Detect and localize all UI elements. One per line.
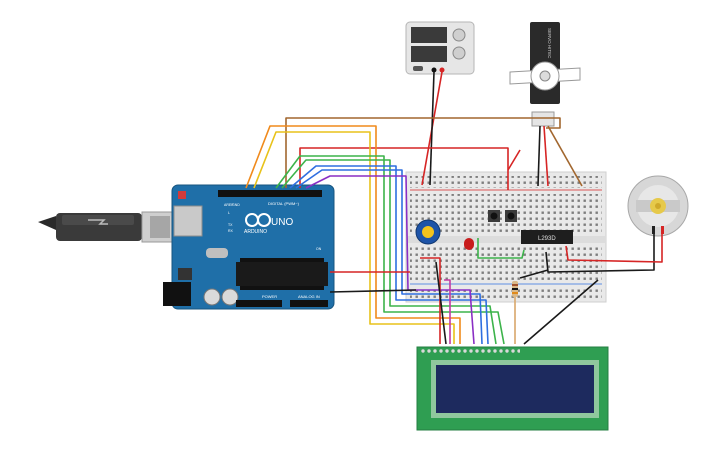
wire-psu-negative [429, 71, 435, 186]
wire-servo-power [543, 125, 549, 187]
wire-blue [289, 165, 489, 345]
wires [245, 71, 663, 345]
wire-servo-ground [537, 125, 541, 187]
power-label: POWER [262, 294, 277, 299]
wire-motor-b [565, 234, 663, 263]
wire-purple [305, 175, 475, 345]
lcd-display [416, 346, 609, 431]
board-model: UNO [271, 217, 293, 228]
driver-chip: L293D [521, 230, 573, 244]
dc-motor-icon [627, 175, 689, 237]
rx-label: RX [228, 229, 234, 233]
board-brand: ARDUINO [244, 229, 267, 235]
wire-orange [245, 125, 461, 344]
pushbutton-icon[interactable] [505, 210, 517, 222]
led-icon [464, 238, 474, 250]
arduino-uno-board: UNO ARDUINO DIGITAL (PWM~) POWER ANALOG … [163, 184, 335, 310]
l-label: L [228, 211, 230, 215]
wire-brown-top [285, 117, 561, 188]
tx-label: TX [228, 223, 233, 227]
arduino-logo [245, 213, 271, 227]
wire-yellow [253, 131, 455, 344]
reset-button[interactable] [178, 191, 186, 199]
resistor-icon [512, 281, 518, 297]
servo-icon: SERVO HITEC [509, 22, 581, 127]
usb-cable-icon [38, 211, 177, 243]
wire-green [275, 155, 505, 345]
pushbutton-icon[interactable] [488, 210, 500, 222]
on-label: ON [316, 247, 322, 251]
wire-servo-signal [547, 125, 583, 187]
potentiometer-icon[interactable] [415, 219, 441, 245]
digital-label: DIGITAL (PWM~) [268, 201, 300, 206]
power-supply-icon [405, 21, 475, 75]
wire-black-lcd [523, 279, 599, 345]
aref-label: AREF [224, 203, 233, 207]
analog-label: ANALOG IN [298, 294, 320, 299]
wire-red-lcd [420, 257, 441, 344]
driver-chip-label: L293D [538, 236, 556, 242]
wire-black-gnd [329, 289, 417, 293]
wire-magenta [444, 279, 451, 344]
gnd-label: GND [232, 203, 240, 207]
servo-label: SERVO HITEC [547, 28, 552, 59]
wire-motor-a [545, 234, 655, 273]
